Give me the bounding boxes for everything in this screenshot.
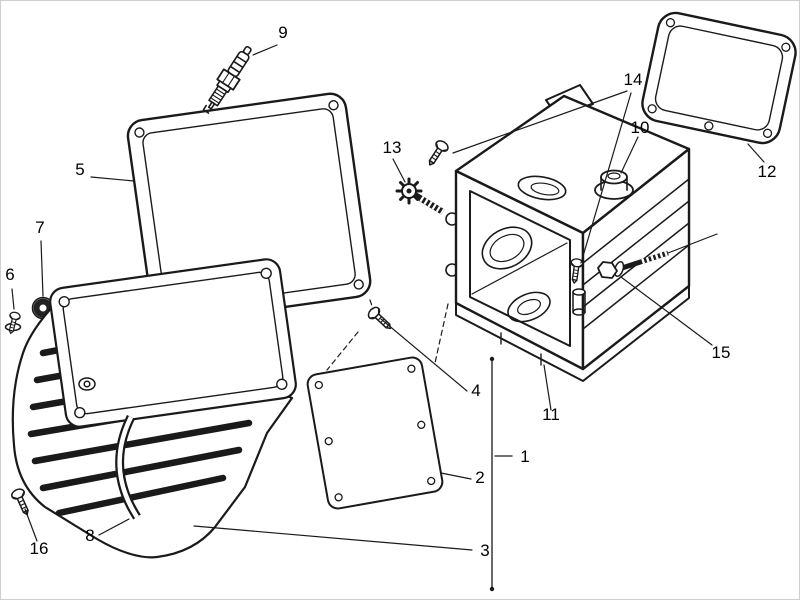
top-port [517,175,567,201]
assembly-dashed-lines [326,299,449,371]
spark-plug [202,45,252,114]
screw-boss [572,288,586,316]
callout-10[interactable]: 10 [631,118,650,137]
hex-head [597,261,618,279]
filler-cap [594,169,634,200]
breather-tube [115,414,141,520]
cylinder-head-cover [445,84,691,382]
callout-7[interactable]: 7 [35,218,44,237]
callout-labels: 1 2 3 4 5 6 7 8 9 10 11 12 13 14 15 16 [5,23,776,560]
leader-line-3 [193,525,473,551]
cover-bottom-flange [455,285,690,382]
spigot-boss [78,377,96,391]
leader-line-14a [452,90,628,154]
callout-6[interactable]: 6 [5,265,14,284]
cylinder-head-flange [49,258,297,428]
valve-cover-gasket [126,92,372,325]
leader-line-9 [252,44,278,56]
leader-line-2 [440,472,472,480]
leader-line-14b [580,92,632,264]
interior-chamber [507,291,551,323]
callout-4[interactable]: 4 [471,381,480,400]
leader-line-13 [392,158,406,183]
callout-8[interactable]: 8 [85,526,94,545]
cover-gasket [641,11,797,145]
washer-screw [4,311,22,335]
cover-opening [469,190,571,347]
group-bracket-1 [489,356,513,592]
callout-2[interactable]: 2 [475,468,484,487]
interior-port-ring [481,226,533,270]
callout-1[interactable]: 1 [520,447,529,466]
cover-screw-a [428,140,449,166]
head-gasket-plate [306,356,444,510]
callout-12[interactable]: 12 [758,162,777,181]
callout-14[interactable]: 14 [624,70,643,89]
leader-line-10 [620,136,639,174]
leader-line-6 [11,288,15,310]
cylinder-head [11,258,297,559]
flange-screw [11,488,29,516]
breather-valve [395,177,445,215]
callout-5[interactable]: 5 [75,160,84,179]
callout-3[interactable]: 3 [480,541,489,560]
callout-11[interactable]: 11 [542,405,560,424]
leader-line-8 [98,518,130,536]
leader-line-5 [90,176,135,182]
leader-line-7 [40,240,44,297]
flange-bolt [597,233,718,279]
leader-line-12 [747,143,765,163]
cover-screw-b [570,258,584,284]
leader-line-16 [24,508,38,542]
callout-15[interactable]: 15 [712,343,731,362]
callout-16[interactable]: 16 [30,539,49,558]
leader-line-11 [543,364,552,411]
callout-13[interactable]: 13 [383,138,402,157]
callout-9[interactable]: 9 [278,23,287,42]
leader-lines [11,44,765,551]
leader-line-15 [620,276,713,346]
leader-line-4 [380,318,468,392]
